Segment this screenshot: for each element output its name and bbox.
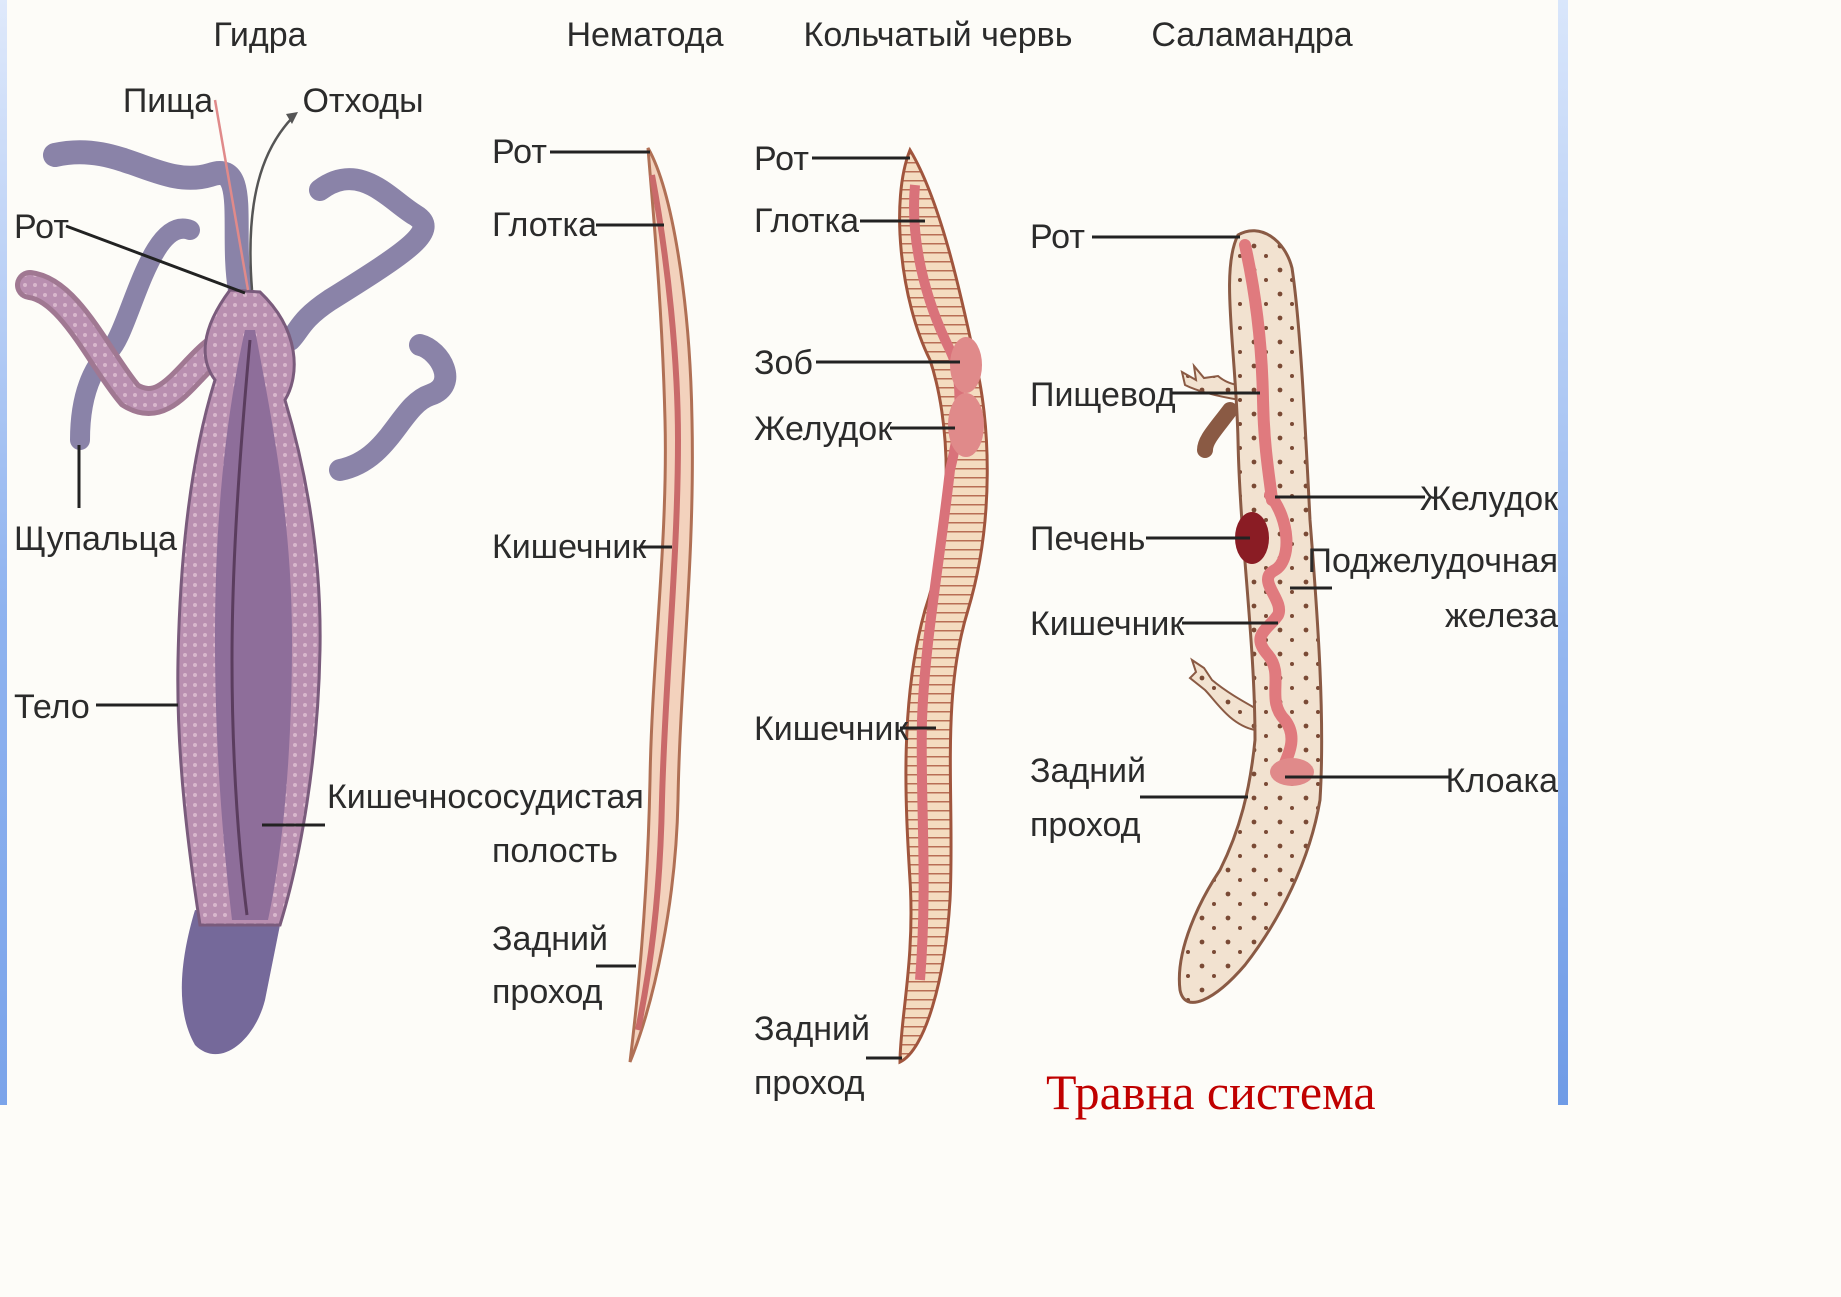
- salamander-label-stomach: Желудок: [1420, 480, 1559, 518]
- hydra-labels: Пища Отходы Рот Щупальца Тело Кишечносос…: [14, 82, 644, 870]
- salamander-label-anus-2: проход: [1030, 806, 1141, 844]
- hydra-label-body: Тело: [14, 688, 90, 726]
- nematode-illustration: [630, 148, 692, 1062]
- salamander-label-cloaca: Клоака: [1446, 762, 1558, 800]
- salamander-label-liver: Печень: [1030, 520, 1145, 558]
- hydra-label-cavity-1: Кишечнососудистая: [327, 778, 644, 816]
- hydra-label-waste: Отходы: [302, 82, 423, 120]
- salamander-label-anus-1: Задний: [1030, 752, 1146, 790]
- nematode-label-anus-2: проход: [492, 973, 603, 1011]
- salamander-label-pancreas-1: Поджелудочная: [1308, 542, 1558, 580]
- salamander-label-mouth: Рот: [1030, 218, 1085, 256]
- title-hydra: Гидра: [213, 16, 306, 54]
- salamander-label-esophagus: Пищевод: [1030, 376, 1176, 414]
- annelid-illustration: [900, 150, 988, 1062]
- nematode-label-pharynx: Глотка: [492, 206, 597, 244]
- annelid-label-pharynx: Глотка: [754, 202, 859, 240]
- hydra-label-food: Пища: [123, 82, 213, 120]
- hydra-illustration: [30, 100, 445, 1054]
- title-salamander: Саламандра: [1151, 16, 1352, 54]
- digestive-systems-diagram: Гидра Нематода Кольчатый червь Саламандр…: [0, 0, 1568, 1105]
- annelid-label-crop: Зоб: [754, 344, 813, 382]
- annelid-label-stomach: Желудок: [754, 410, 893, 448]
- annelid-label-anus-2: проход: [754, 1064, 865, 1102]
- salamander-label-pancreas-2: железа: [1445, 597, 1558, 635]
- nematode-label-anus-1: Задний: [492, 920, 608, 958]
- hydra-label-cavity-2: полость: [492, 832, 618, 870]
- nematode-label-mouth: Рот: [492, 133, 547, 171]
- salamander-illustration: [1179, 231, 1321, 1003]
- annelid-label-intestine: Кишечник: [754, 710, 909, 748]
- salamander-label-intestine: Кишечник: [1030, 605, 1185, 643]
- nematode-label-intestine: Кишечник: [492, 528, 647, 566]
- hydra-label-tentacles: Щупальца: [14, 520, 177, 558]
- annelid-label-anus-1: Задний: [754, 1010, 870, 1048]
- annelid-label-mouth: Рот: [754, 140, 809, 178]
- slide-caption: Травна система: [1046, 1062, 1376, 1122]
- hydra-label-mouth: Рот: [14, 208, 69, 246]
- title-nematode: Нематода: [566, 16, 723, 54]
- title-annelid: Кольчатый червь: [804, 16, 1073, 54]
